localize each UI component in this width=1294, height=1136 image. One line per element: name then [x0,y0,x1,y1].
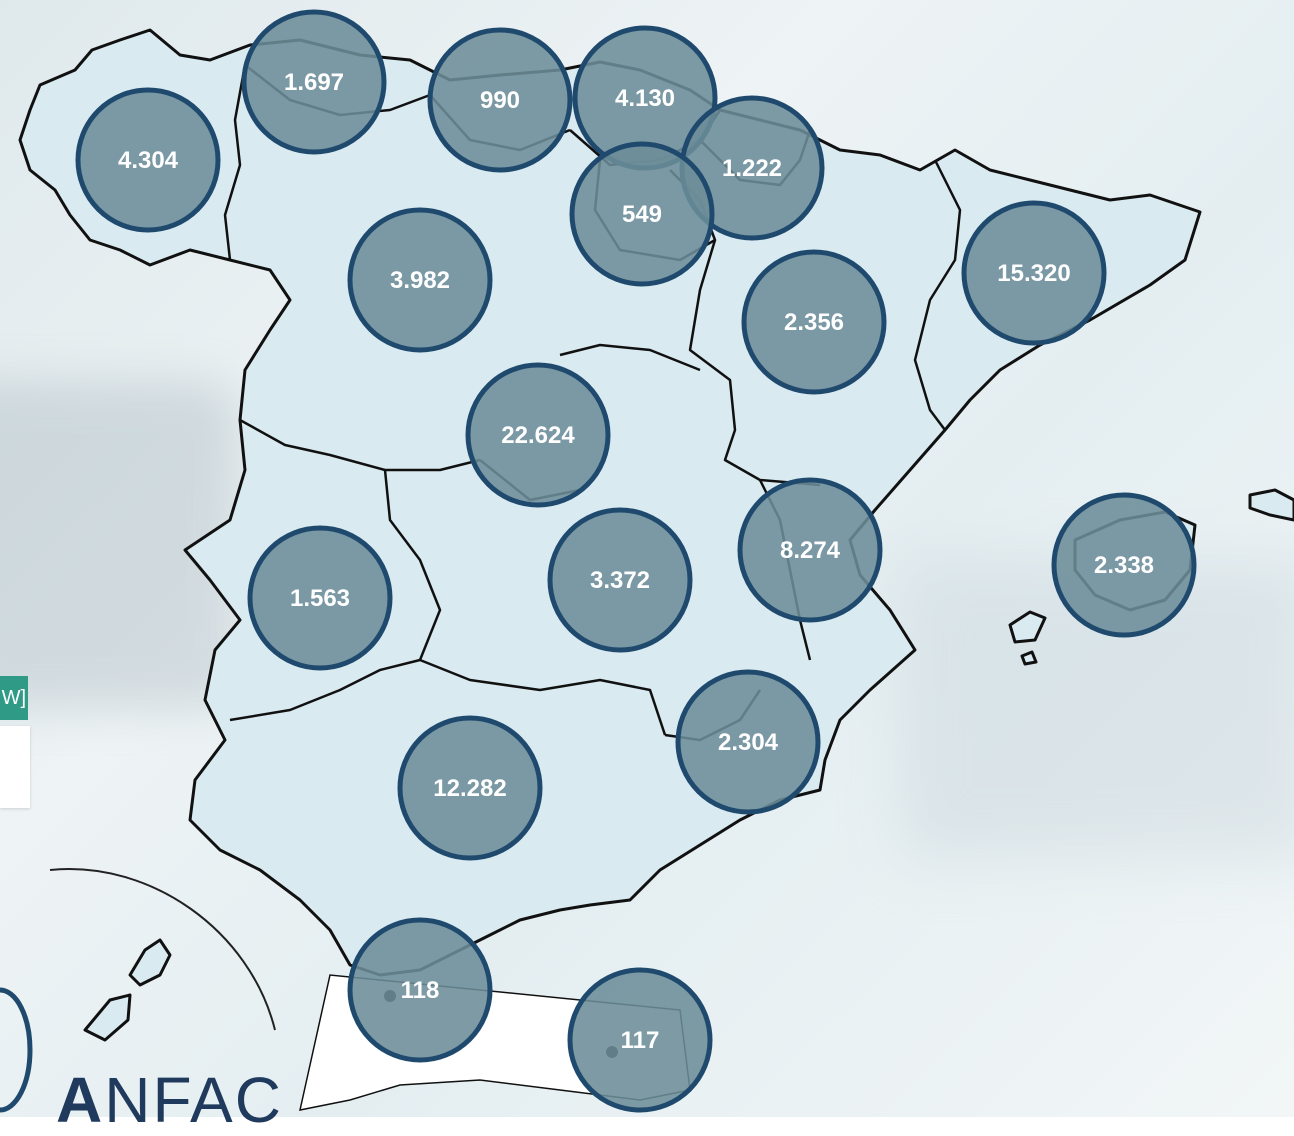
menorca-shape [1248,488,1294,522]
region-bubble-circle[interactable] [569,141,715,287]
legend-panel-header: W] [0,676,28,720]
region-bubble[interactable]: 990 [427,27,573,173]
region-bubble-label: 1.222 [722,155,782,182]
ibiza-shape [1008,610,1047,644]
region-bubble[interactable]: 3.982 [347,207,493,353]
region-bubble-label: 2.356 [784,309,844,336]
region-bubble-label: 549 [622,201,662,228]
region-bubble-label: 22.624 [501,422,575,449]
region-bubble[interactable]: 22.624 [465,362,611,508]
region-bubble-circle[interactable] [465,362,611,508]
region-bubble[interactable]: 3.372 [547,507,693,653]
region-bubble-circle[interactable] [741,249,887,395]
region-bubble-circle[interactable] [547,507,693,653]
region-bubble[interactable]: 1.563 [247,525,393,671]
region-bubble-label: 3.982 [390,267,450,294]
region-bubble[interactable]: 2.304 [675,669,821,815]
region-bubble[interactable]: 12.282 [397,715,543,861]
region-bubble-circle[interactable] [347,207,493,353]
region-bubble-label: 2.304 [718,729,779,756]
region-bubble-circle[interactable] [241,9,387,155]
region-bubble[interactable]: 1.222 [679,95,825,241]
legend-panel-body [0,726,30,808]
region-bubble-label: 990 [480,87,520,114]
region-bubble-label: 4.304 [118,147,179,174]
region-bubble-circle[interactable] [347,917,493,1063]
region-bubble[interactable]: 15.320 [961,200,1107,346]
region-bubble[interactable]: 118 [347,917,493,1063]
region-bubble[interactable]: 4.304 [75,87,221,233]
region-bubble-circle[interactable] [567,967,713,1113]
region-bubble-circle[interactable] [961,200,1107,346]
region-bubble[interactable]: 1.697 [241,9,387,155]
region-bubble-label: 4.130 [615,85,675,112]
region-bubble-circle[interactable] [427,27,573,173]
region-bubble-circle[interactable] [75,87,221,233]
region-bubble-circle[interactable] [737,477,883,623]
region-bubble-circle[interactable] [247,525,393,671]
canary-island-shape [128,938,172,987]
region-bubble[interactable]: 8.274 [737,477,883,623]
region-bubble-label: 3.372 [590,567,650,594]
region-bubble-label: 118 [401,977,440,1004]
region-bubble-label: 1.563 [290,585,350,612]
region-bubble-circle[interactable] [397,715,543,861]
logo-letter-a: A [56,1064,105,1136]
region-bubble[interactable]: 2.356 [741,249,887,395]
logo-text: NFAC [104,1064,283,1136]
region-bubble[interactable]: 117 [567,967,713,1113]
region-bubble-label: 15.320 [997,260,1070,287]
canary-island-shape [83,993,132,1042]
region-bubbles: 4.304 1.697 990 4.130 1.222 549 3.982 2.356 15.3… [75,9,1197,1113]
region-bubble-circle[interactable] [1051,492,1197,638]
region-bubble-label: 1.697 [284,69,344,96]
region-bubble[interactable]: 549 [569,141,715,287]
region-bubble-label: 117 [621,1027,660,1054]
partial-bubble-edge [0,987,33,1113]
region-bubble[interactable]: 2.338 [1051,492,1197,638]
region-bubble-label: 8.274 [780,537,841,564]
logo-arc [49,868,276,1031]
region-bubble-label: 2.338 [1094,552,1154,579]
anfac-logo: ANFAC [56,1068,283,1132]
region-bubble-label: 12.282 [433,775,506,802]
formentera-shape [1020,650,1038,666]
legend-panel: W] [0,676,30,808]
region-bubble-circle[interactable] [675,669,821,815]
